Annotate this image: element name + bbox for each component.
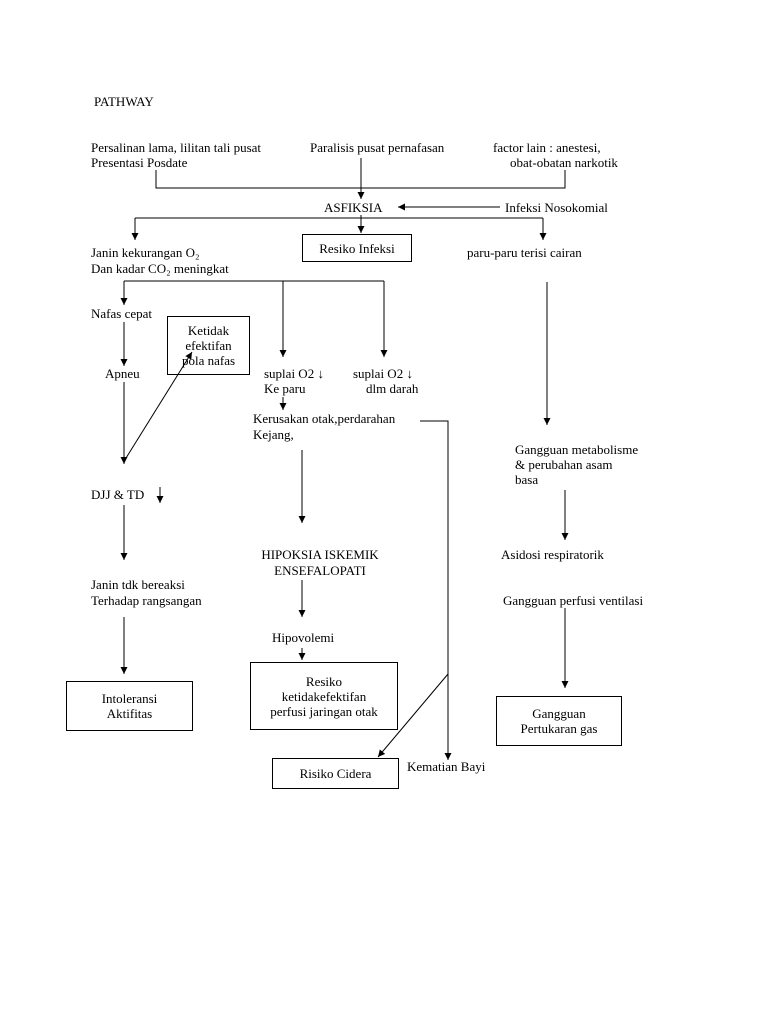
- box-ketidak-efektifan-pola-nafas: Ketidak efektifan pola nafas: [167, 316, 250, 375]
- node-ensefalopati: ENSEFALOPATI: [274, 563, 366, 578]
- node-dlm-darah: dlm darah: [366, 381, 419, 396]
- node-kerusakan-otak: Kerusakan otak,perdarahan: [253, 411, 396, 426]
- node-suplai-o2-paru: suplai O2 ↓: [264, 366, 324, 381]
- cause-obat-obatan: obat-obatan narkotik: [510, 155, 618, 170]
- cause-presentasi: Presentasi Posdate: [91, 155, 188, 170]
- node-paru-terisi-cairan: paru-paru terisi cairan: [467, 245, 582, 260]
- node-hipovolemi: Hipovolemi: [272, 630, 335, 645]
- node-asfiksia: ASFIKSIA: [324, 200, 383, 215]
- node-gangguan-metabolisme: Gangguan metabolisme & perubahan asam ba…: [515, 442, 639, 487]
- box-intoleransi-aktifitas: Intoleransi Aktifitas: [66, 681, 193, 731]
- node-asidosi-respiratorik: Asidosi respiratorik: [501, 547, 604, 562]
- box-risiko-cidera: Risiko Cidera: [272, 758, 399, 789]
- node-hipoksia-iskemik: HIPOKSIA ISKEMIK: [261, 547, 379, 562]
- node-terhadap-rangsangan: Terhadap rangsangan: [91, 593, 202, 608]
- cause-paralisis: Paralisis pusat pernafasan: [310, 140, 445, 155]
- node-ke-paru: Ke paru: [264, 381, 306, 396]
- node-gangguan-perfusi-ventilasi: Gangguan perfusi ventilasi: [503, 593, 644, 608]
- node-janin-tdk-bereaksi: Janin tdk bereaksi: [91, 577, 185, 592]
- node-kejang: Kejang,: [253, 427, 294, 442]
- node-suplai-o2-darah: suplai O2 ↓: [353, 366, 413, 381]
- page-title: PATHWAY: [94, 94, 154, 109]
- node-apneu: Apneu: [105, 366, 140, 381]
- cause-persalinan: Persalinan lama, lilitan tali pusat: [91, 140, 262, 155]
- node-djj-td: DJJ & TD: [91, 487, 145, 502]
- box-resiko-perfusi-jaringan-otak: Resiko ketidakefektifan perfusi jaringan…: [250, 662, 398, 730]
- box-gangguan-pertukaran-gas: Gangguan Pertukaran gas: [496, 696, 622, 746]
- node-nafas-cepat: Nafas cepat: [91, 306, 152, 321]
- node-janin-kekurangan-o2: Janin kekurangan O₂: [91, 245, 200, 260]
- cause-factor-lain: factor lain : anestesi,: [493, 140, 601, 155]
- node-infeksi-nosokomial: Infeksi Nosokomial: [505, 200, 608, 215]
- box-resiko-infeksi: Resiko Infeksi: [302, 234, 412, 262]
- node-kematian-bayi: Kematian Bayi: [407, 759, 486, 774]
- line-kerusakan-right: [420, 420, 452, 760]
- node-kadar-co2: Dan kadar CO₂ meningkat: [91, 261, 229, 276]
- line-cause-left: [155, 170, 566, 189]
